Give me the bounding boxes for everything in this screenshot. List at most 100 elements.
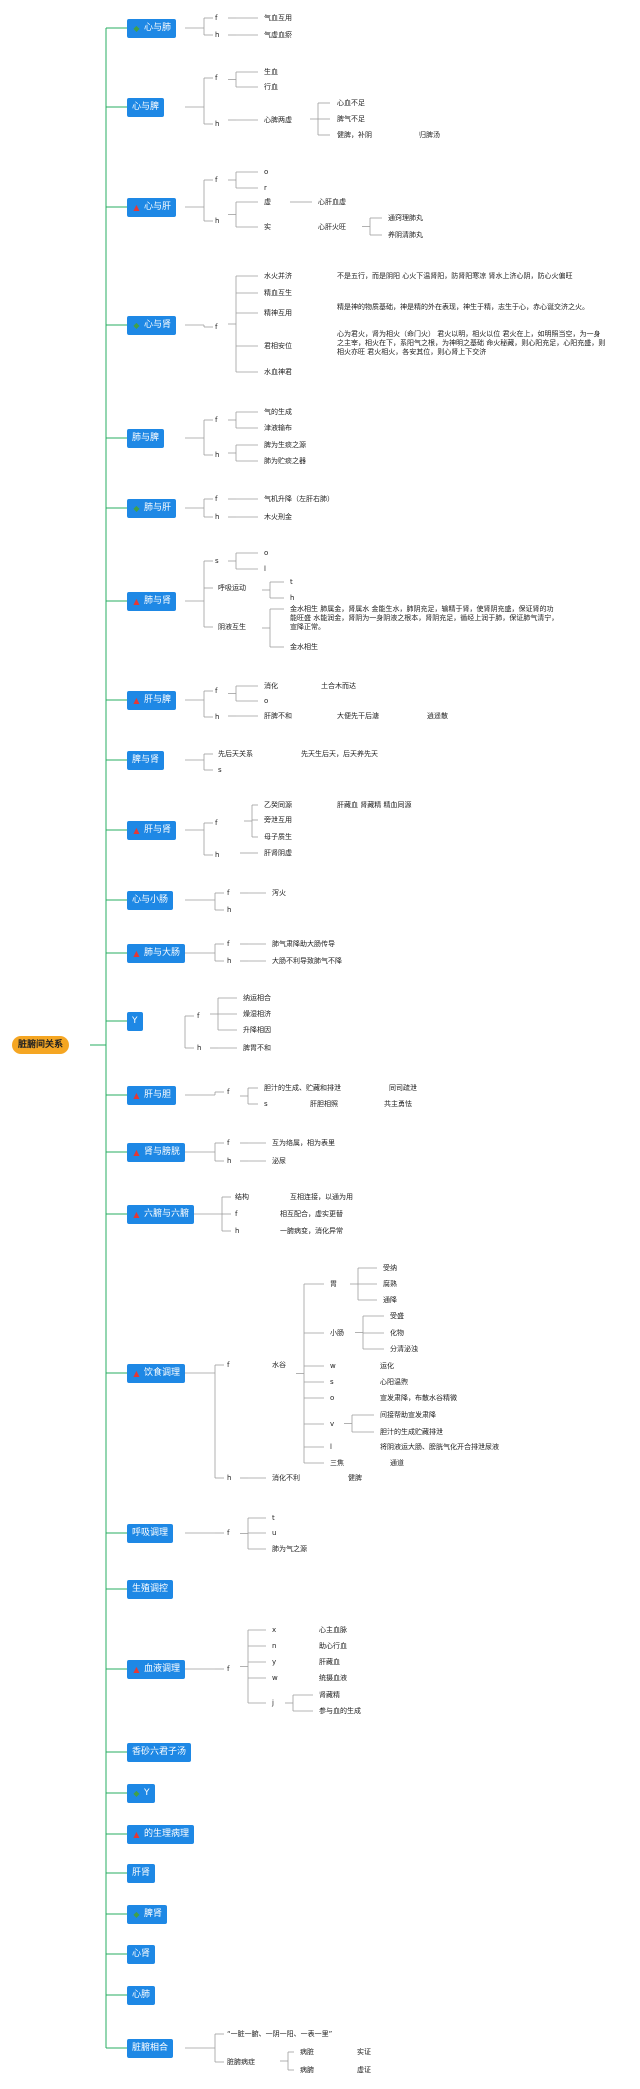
root-node[interactable]: 脏腑间关系	[12, 1036, 70, 1054]
topic-node-pi-wei[interactable]: Y	[127, 1012, 143, 1031]
topic-node-shengzhi[interactable]: 生殖调控	[127, 1580, 174, 1599]
branch-label: s	[218, 766, 222, 774]
topic-node-label: 心肺	[132, 1990, 151, 2000]
branch-label: t	[290, 578, 293, 586]
branch-label: r	[264, 184, 267, 192]
branch-label: s	[264, 1100, 268, 1108]
topic-node-fei-pi[interactable]: 肺与脾	[127, 429, 165, 448]
branch-label: o	[264, 549, 269, 557]
branch-label: 纳运相合	[243, 994, 271, 1002]
flame-icon: ▲	[133, 1210, 140, 1219]
topic-node-xin-pi[interactable]: 心与脾	[127, 98, 165, 117]
topic-node-xinfei2[interactable]: 心肺	[127, 1986, 156, 2005]
topic-node-fei-gan[interactable]: ◆肺与肝	[127, 499, 177, 518]
branch-label: 胆汁的生成、贮藏和排泄	[264, 1084, 341, 1092]
branch-label: t	[272, 1514, 275, 1522]
topic-node-xin-shen[interactable]: ◆心与肾	[127, 316, 177, 335]
topic-node-yinshi[interactable]: ▲饮食调理	[127, 1364, 186, 1383]
topic-node-label: 香砂六君子汤	[132, 1747, 187, 1757]
branch-label: 通降	[383, 1296, 397, 1304]
topic-node-liufu[interactable]: ▲六腑与六腑	[127, 1205, 195, 1224]
branch-label: 君相安位	[264, 342, 292, 350]
flame-icon: ▲	[133, 696, 140, 705]
branch-label: f	[197, 1012, 200, 1020]
branch-label: 心阳温煦	[380, 1378, 408, 1386]
branch-label: 受纳	[383, 1264, 397, 1272]
branch-label: f	[227, 889, 230, 897]
branch-label: l	[330, 1443, 332, 1451]
branch-label: 金水相生 肺属金，肾属水 金能生水，肺阴充足，输精于肾，使肾阴充盛，保证肾的功能…	[290, 605, 559, 631]
branch-label: 母子质生	[264, 833, 292, 841]
topic-node-xinshen2[interactable]: 心肾	[127, 1945, 156, 1964]
topic-node-xin-gan[interactable]: ▲心与肝	[127, 198, 177, 217]
branch-label: 间接帮助宣发肃降	[380, 1411, 436, 1419]
flame-icon: ▲	[133, 1369, 140, 1378]
topic-node-gan-pi[interactable]: ▲肝与脾	[127, 691, 177, 710]
branch-label: 心肝血虚	[318, 198, 346, 206]
branch-label: 归脾汤	[419, 131, 440, 139]
branch-label: 分清泌浊	[390, 1345, 418, 1353]
branch-label: l	[264, 565, 266, 573]
topic-node-gan-dan[interactable]: ▲肝与胆	[127, 1086, 177, 1105]
branch-label: 消化不利	[272, 1474, 300, 1482]
topic-node-label: Y	[144, 1788, 150, 1798]
branch-label: h	[227, 1474, 232, 1482]
topic-node-ganshen2[interactable]: 肝肾	[127, 1864, 156, 1883]
topic-node-chunhe[interactable]: 香砂六君子汤	[127, 1743, 192, 1762]
branch-label: 病脏	[300, 2048, 314, 2056]
branch-label: 虚	[264, 198, 271, 206]
branch-label: f	[215, 416, 218, 424]
branch-label: f	[215, 74, 218, 82]
branch-label: f	[215, 14, 218, 22]
branch-label: f	[215, 687, 218, 695]
topic-node-pi-shen[interactable]: 脾与肾	[127, 751, 165, 770]
topic-node-label: 的生理病理	[144, 1829, 190, 1839]
topic-node-pishen2[interactable]: ◆脾肾	[127, 1905, 168, 1924]
branch-label: h	[215, 451, 220, 459]
branch-label: 气的生成	[264, 408, 292, 416]
topic-node-blank[interactable]: ◆Y	[127, 1784, 155, 1803]
topic-node-fei-dachang[interactable]: ▲肺与大肠	[127, 944, 186, 963]
branch-label: h	[290, 594, 295, 602]
branch-label: f	[227, 1529, 230, 1537]
topic-node-label: 心肾	[132, 1949, 151, 1959]
branch-label: 将阴液运大肠、膀胱气化开合排泄尿液	[380, 1443, 499, 1451]
branch-label: 健脾	[348, 1474, 362, 1482]
branch-label: 助心行血	[319, 1642, 347, 1650]
branch-label: 心脾两虚	[264, 116, 292, 124]
branch-label: o	[264, 168, 269, 176]
branch-label: 通窍理肺丸	[388, 214, 423, 222]
topic-node-xin-xiaochang[interactable]: 心与小肠	[127, 891, 174, 910]
branch-label: w	[330, 1362, 336, 1370]
branch-label: 气机升降（左肝右肺）	[264, 495, 334, 503]
branch-label: f	[227, 940, 230, 948]
topic-node-xueye[interactable]: ▲血液调理	[127, 1660, 186, 1679]
branch-label: 心主血脉	[319, 1626, 347, 1634]
branch-label: n	[272, 1642, 277, 1650]
topic-node-zangfu[interactable]: 脏腑相合	[127, 2039, 174, 2058]
branch-label: 胃	[330, 1280, 337, 1288]
topic-node-huxi[interactable]: 呼吸调理	[127, 1524, 174, 1543]
branch-label: 大肠不利导致肺气不降	[272, 957, 342, 965]
branch-label: w	[272, 1674, 278, 1682]
topic-node-gan-shen[interactable]: ▲肝与肾	[127, 821, 177, 840]
topic-node-label: 肺与肾	[144, 596, 172, 606]
topic-node-shen-pangguang[interactable]: ▲肾与膀胱	[127, 1143, 186, 1162]
branch-label: 精是神的物质基础，神是精的外在表现，神生于精，志生于心，赤心诞交济之火。	[337, 303, 589, 311]
topic-node-fei-shen[interactable]: ▲肺与肾	[127, 592, 177, 611]
branch-label: o	[330, 1394, 335, 1402]
branch-label: 阴液互生	[218, 623, 246, 631]
topic-node-xin-fei[interactable]: ◆心与肺	[127, 19, 177, 38]
topic-node-shengli[interactable]: ▲的生理病理	[127, 1825, 195, 1844]
branch-label: 木火刑金	[264, 513, 292, 521]
branch-label: h	[197, 1044, 202, 1052]
branch-label: 肝藏血	[319, 1658, 340, 1666]
topic-node-label: 心与肺	[144, 23, 172, 33]
topic-node-label: 肝肾	[132, 1868, 151, 1878]
branch-label: 消化	[264, 682, 278, 690]
flame-icon: ▲	[133, 1148, 140, 1157]
branch-label: 三焦	[330, 1459, 344, 1467]
branch-label: f	[215, 323, 218, 331]
branch-label: 心肝火旺	[318, 223, 346, 231]
